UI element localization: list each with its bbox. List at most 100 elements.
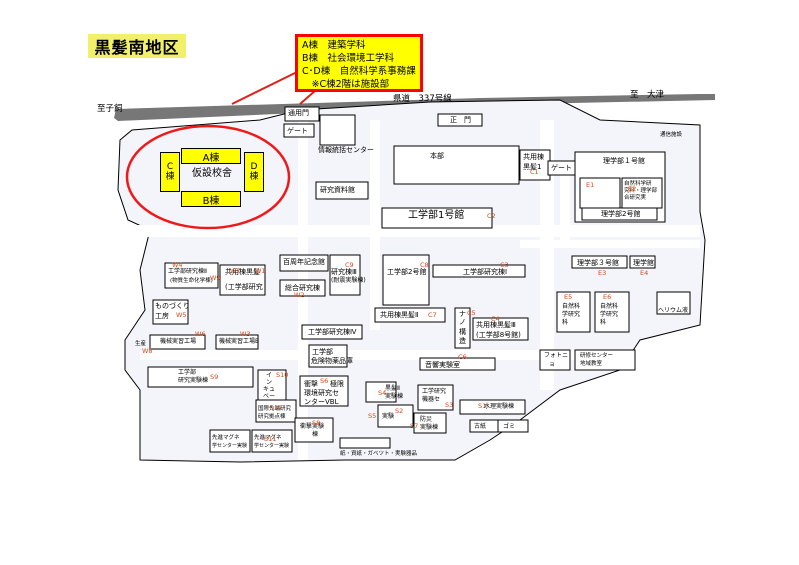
temp-building-a: A棟 — [181, 148, 241, 164]
label-nano3: 構 — [459, 328, 466, 336]
label-photo1: フォトニ — [544, 352, 569, 359]
label-e5b: 学研究 — [562, 311, 581, 318]
label-kyoyo-b: 黒髪1 — [523, 163, 542, 171]
label-engkenkyu2b: (物質生命化学棟) — [170, 278, 213, 284]
label-left-s8: 生産 — [135, 341, 147, 347]
label-gate1: ゲート — [287, 127, 308, 135]
code-w9: W9 — [210, 274, 221, 282]
label-nano4: 造 — [459, 337, 466, 345]
code-e2: E2 — [628, 185, 637, 193]
label-incu2: ン — [266, 379, 273, 386]
code-c6: C6 — [458, 353, 467, 361]
code-s9: S9 — [210, 373, 219, 381]
code-s10: S10 — [276, 371, 289, 379]
label-kotei: 古紙 — [474, 423, 487, 430]
callout-line-b — [299, 89, 317, 105]
label-eng1: 工学部1号館 — [408, 210, 465, 221]
label-kyokugen: 極限 — [330, 380, 344, 388]
label-kyoyo3b: (工学部8号館) — [476, 331, 521, 339]
label-e6b: 学研究 — [600, 311, 619, 318]
legend-line-3: C･D棟 自然科学系事務課 — [302, 66, 416, 77]
label-rigaku3: 理学部３号館 — [577, 259, 619, 267]
code-c9: C9 — [345, 261, 354, 269]
label-venture: ンターVBL — [304, 398, 339, 406]
code-e1: E1 — [586, 181, 595, 189]
code-c1: C1 — [530, 168, 539, 176]
code-e5: E5 — [564, 293, 573, 301]
code-s1: S1 — [478, 402, 487, 410]
label-nano2: ノ — [459, 318, 466, 326]
temp-building-c: C 棟 — [160, 152, 180, 192]
code-s11: S11 — [264, 435, 277, 443]
code-w3: W3 — [240, 330, 251, 338]
label-incu4: ベー — [263, 393, 276, 400]
label-shoge2: 衝撃実験 — [300, 423, 325, 430]
legend-line-2: B棟 社会環境工学科 — [302, 53, 395, 64]
code-s8: S8 — [312, 419, 321, 427]
building-legend: A棟 建築学科 B棟 社会環境工学科 C･D棟 自然科学系事務課 ※C棟2階は施… — [295, 34, 423, 92]
label-tsuyomon: 通用門 — [288, 109, 309, 117]
label-shoge2b: 棟 — [312, 431, 319, 438]
label-kikai1: 機械実習工場 — [160, 338, 197, 345]
building-outlines — [147, 106, 691, 453]
label-sentan2: 先進マグネ — [254, 435, 282, 441]
label-engkenkyu-s3: 工学研究 — [422, 388, 447, 395]
label-helium: ヘリウム液 — [658, 307, 689, 314]
code-c7: C7 — [428, 311, 437, 319]
code-c8: C8 — [420, 261, 429, 269]
road-label-east: 至 大津 — [630, 90, 665, 100]
code-w2: W2 — [294, 291, 305, 299]
code-w7: W7 — [230, 267, 241, 275]
code-c4: C4 — [491, 315, 500, 323]
label-e5c: 科 — [562, 319, 569, 326]
label-johosogo: 情報統括センター — [318, 146, 374, 154]
code-e4: E4 — [640, 269, 649, 277]
label-center2: 地域教室 — [580, 361, 603, 367]
label-jinenkagaku: 自然科学研 — [624, 181, 652, 187]
label-sentan1: 先進マグネ — [212, 435, 240, 441]
code-w6: W6 — [195, 330, 206, 338]
label-shoge: 衝撃 — [304, 380, 318, 388]
label-kobo: 工房 — [155, 312, 169, 320]
label-nano1: ナ — [459, 310, 466, 318]
label-eng-s9: 工学部 — [178, 369, 197, 376]
label-bosai: 防災 — [420, 416, 433, 423]
legend-line-4: ※C棟2階は施設部 — [302, 79, 390, 90]
label-seimon: 正 門 — [450, 116, 471, 124]
label-s5a: 実験 — [382, 413, 395, 420]
label-tsuushin: 通信施設 — [660, 132, 683, 138]
label-engkenkyu-s3b: 機器セ — [422, 396, 441, 403]
label-kankyo: 環境研究セ — [304, 389, 339, 397]
temp-building-center: 仮設校舎 — [192, 168, 232, 179]
road-label-route: 県道 337号線 — [393, 94, 452, 104]
label-hyakushunen: 百周年記念館 — [283, 258, 325, 266]
label-kokusai2: 研究拠点棟 — [258, 414, 286, 420]
label-kyoyo-w: 共用棟黒髪 — [225, 268, 260, 276]
code-s2: S2 — [395, 407, 404, 415]
label-kenkyu3b: (耐震実験棟) — [331, 277, 366, 284]
code-e3: E3 — [598, 269, 607, 277]
code-s6: S6 — [320, 377, 329, 385]
label-honbu: 本部 — [430, 152, 444, 160]
label-suiri: 水理実験棟 — [484, 403, 515, 410]
label-rigaku1: 理学部１号館 — [603, 157, 645, 165]
code-w5: W5 — [176, 311, 187, 319]
label-monozukuri: ものづくり — [155, 302, 190, 310]
label-jikken-s4: 実験棟 — [385, 393, 404, 400]
label-jinen2: 究科・理学部 — [624, 188, 658, 194]
label-engkenkyu1: 工学部研究棟Ⅰ — [463, 268, 508, 276]
label-kyoyo3a: 共用棟黒髪Ⅲ — [476, 321, 516, 329]
label-rigaku2: 理学部2号館 — [601, 210, 641, 218]
code-c2: C2 — [487, 212, 496, 220]
label-kokusai: 国際先端研究 — [258, 406, 292, 412]
code-w8: W8 — [142, 347, 153, 355]
label-engkenkyu4: 工学部研究棟Ⅳ — [308, 328, 357, 336]
label-e6c: 科 — [600, 319, 607, 326]
label-photo2: ョ — [549, 361, 556, 368]
label-kyoyo2a: 共用棟黒髪Ⅱ — [380, 311, 419, 319]
label-kyoyo-w2: (工学部研究 — [225, 283, 263, 291]
label-kurokami-s4: 黒髪Ⅱ — [385, 385, 400, 392]
label-sentan1b: 学センター実験 — [212, 443, 248, 449]
